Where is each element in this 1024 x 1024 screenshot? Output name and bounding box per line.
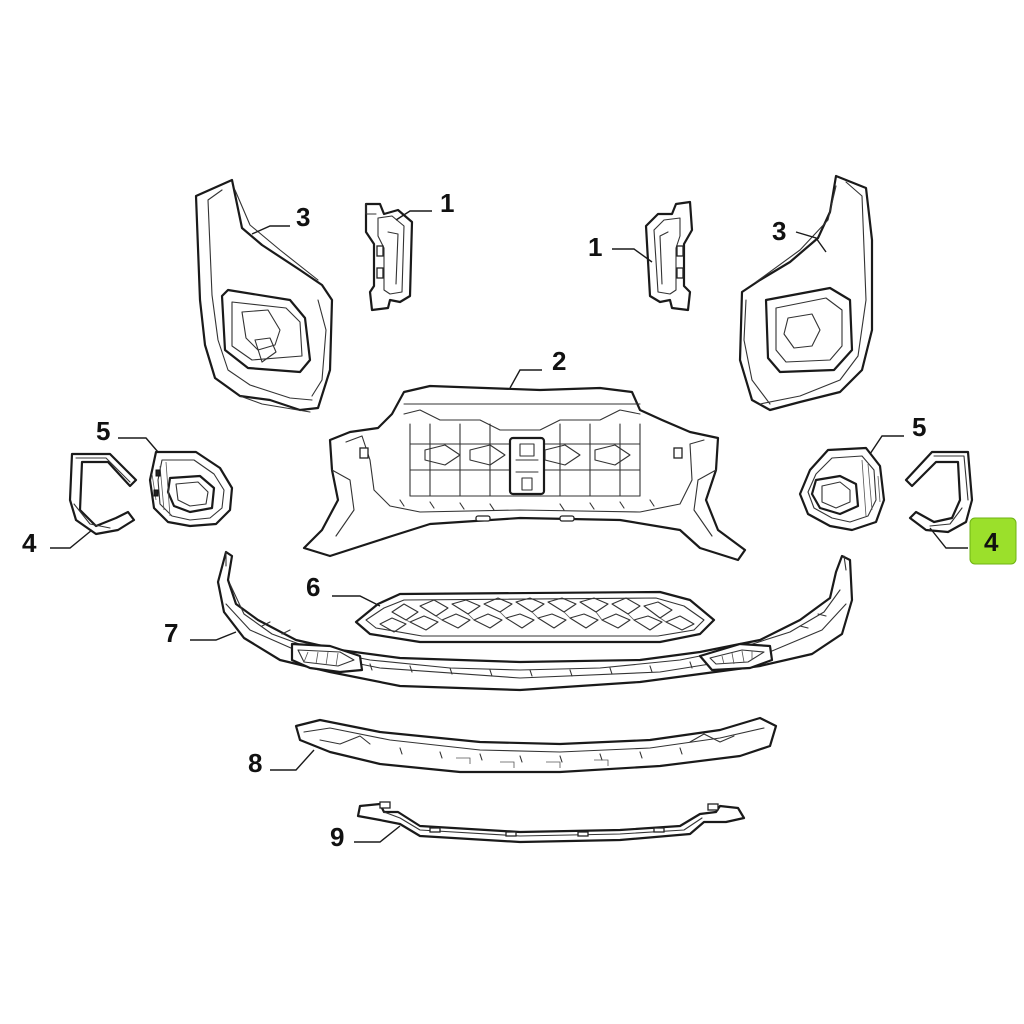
leader-8 bbox=[270, 749, 315, 771]
leader-7 bbox=[190, 631, 237, 641]
leader-lines bbox=[50, 210, 968, 843]
part-1-left-bracket[interactable] bbox=[364, 202, 414, 312]
callout-4-left: 4 bbox=[22, 528, 37, 558]
leader-3-left bbox=[251, 225, 290, 235]
callout-4-right: 4 bbox=[984, 527, 999, 557]
callout-3-left: 3 bbox=[296, 202, 310, 232]
part-1-right-bracket[interactable] bbox=[644, 200, 694, 312]
leader-6 bbox=[332, 595, 381, 607]
part-8-skid-plate[interactable] bbox=[294, 716, 778, 774]
callout-6: 6 bbox=[306, 572, 320, 602]
callout-4-right-highlight[interactable]: 4 bbox=[969, 517, 1017, 565]
part-2-main-bumper-cover[interactable] bbox=[302, 384, 747, 562]
leader-1-left bbox=[395, 210, 432, 221]
part-4-right-trim[interactable] bbox=[904, 450, 974, 534]
part-3-left-bumper-side[interactable] bbox=[194, 178, 334, 413]
callout-9: 9 bbox=[330, 822, 344, 852]
part-5-left-fog-bezel[interactable] bbox=[148, 450, 234, 528]
leader-3-right bbox=[795, 231, 827, 253]
leader-4-left bbox=[50, 529, 93, 549]
callout-7: 7 bbox=[164, 618, 178, 648]
part-6-grille[interactable] bbox=[354, 590, 716, 644]
part-7-lower-bumper[interactable] bbox=[216, 550, 854, 692]
callout-8: 8 bbox=[248, 748, 262, 778]
leader-5-right bbox=[869, 435, 904, 455]
leader-4-right bbox=[929, 527, 968, 549]
callout-1-right: 1 bbox=[588, 232, 602, 262]
callout-1-left: 1 bbox=[440, 188, 454, 218]
leader-5-left bbox=[118, 437, 159, 453]
callout-5-left: 5 bbox=[96, 416, 110, 446]
leader-1-right bbox=[612, 248, 653, 263]
part-4-left-trim[interactable] bbox=[68, 452, 138, 536]
callout-5-right: 5 bbox=[912, 412, 926, 442]
callout-3-right: 3 bbox=[772, 216, 786, 246]
grille-mesh bbox=[379, 597, 695, 633]
callout-labels: 1 1 2 3 3 4 4 5 5 6 7 8 9 bbox=[22, 188, 1017, 852]
part-5-right-fog-bezel[interactable] bbox=[798, 446, 886, 532]
part-9-lower-strip[interactable] bbox=[356, 801, 746, 844]
callout-2: 2 bbox=[552, 346, 566, 376]
leader-9 bbox=[354, 825, 401, 843]
highlight-badge bbox=[969, 517, 1017, 565]
leader-2 bbox=[509, 369, 542, 389]
part-3-right-bumper-side[interactable] bbox=[738, 174, 874, 412]
